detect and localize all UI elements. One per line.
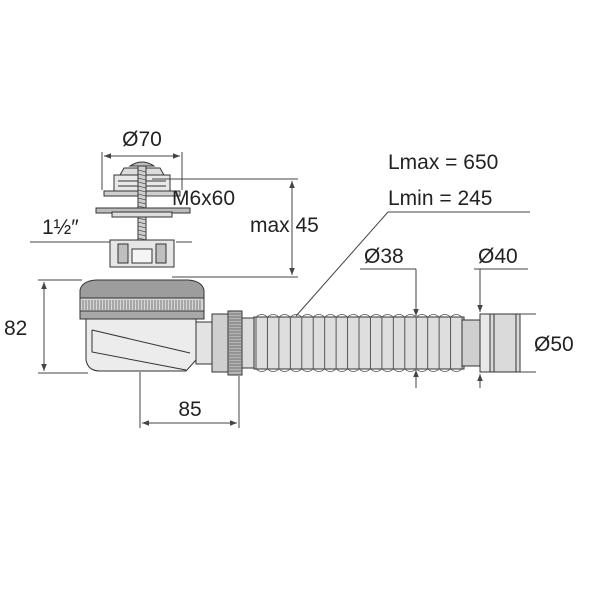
dim-diameter-38 xyxy=(360,268,419,388)
dim-max-45 xyxy=(152,178,298,278)
flexible-hose xyxy=(253,314,465,372)
label-height-82: 82 xyxy=(4,317,27,340)
dim-width-85 xyxy=(139,372,240,428)
label-width-85: 85 xyxy=(178,398,201,421)
label-lmin: Lmin = 245 xyxy=(388,187,493,210)
thread-nut xyxy=(109,239,175,268)
hose-end-fitting xyxy=(461,313,521,373)
dim-length-leader xyxy=(295,211,530,317)
label-diameter-50: Ø50 xyxy=(534,333,574,356)
dim-height-82 xyxy=(38,279,88,374)
label-diameter-38: Ø38 xyxy=(364,245,404,268)
outlet-coupling xyxy=(195,310,255,376)
label-screw-m6x60: M6x60 xyxy=(172,187,235,210)
label-thread-size: 1½″ xyxy=(42,216,79,239)
drain-body xyxy=(79,279,205,372)
thread-washer xyxy=(95,207,191,218)
dim-diameter-50 xyxy=(520,313,536,373)
label-diameter-70: Ø70 xyxy=(122,128,162,151)
label-max-45: max 45 xyxy=(250,214,319,237)
dim-diameter-40 xyxy=(474,268,528,388)
label-diameter-40: Ø40 xyxy=(478,245,518,268)
dim-diameter-70 xyxy=(101,152,183,190)
label-lmax: Lmax = 650 xyxy=(388,151,498,174)
